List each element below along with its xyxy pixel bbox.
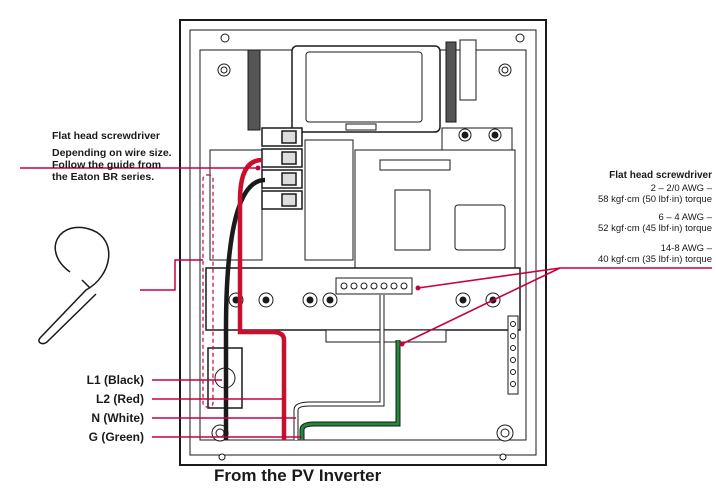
left-rail	[247, 49, 261, 131]
spec-gauge-2: 6 – 4 AWG –	[658, 212, 712, 223]
cable-tie-icon	[38, 226, 110, 345]
left-guide-line-1: Depending on wire size.	[52, 147, 172, 159]
left-guide-line-2: Follow the guide from	[52, 159, 162, 171]
right-rail	[445, 41, 457, 123]
right-tool-label: Flat head screwdriver	[609, 170, 712, 181]
terminal-screws	[228, 292, 501, 308]
spec-torque-2: 52 kgf·cm (45 lbf·in) torque	[597, 223, 712, 234]
wire-label-l2: L2 (Red)	[96, 392, 144, 406]
spec-torque-1: 58 kgf·cm (50 lbf·in) torque	[597, 194, 712, 205]
screw-icon	[211, 33, 525, 461]
wire-l2-red	[237, 157, 287, 440]
lower-terminal-strip	[205, 267, 521, 331]
breaker-bus-frame	[209, 149, 263, 261]
left-tool-label: Flat head screwdriver	[52, 130, 160, 142]
left-guide-line-3: the Eaton BR series.	[52, 171, 155, 183]
wire-label-n: N (White)	[91, 411, 144, 425]
wire-l1-black	[223, 177, 266, 440]
tie-guide-outline	[202, 174, 214, 408]
diagram-caption: From the PV Inverter	[214, 466, 382, 485]
spec-gauge-3: 14-8 AWG –	[660, 243, 712, 254]
display-screen	[305, 51, 423, 123]
breaker-stack	[261, 127, 303, 210]
wire-label-l1: L1 (Black)	[86, 373, 144, 387]
spec-gauge-1: 2 – 2/0 AWG –	[650, 183, 712, 194]
neutral-bar	[335, 277, 413, 295]
ground-bar	[507, 315, 519, 395]
spec-torque-3: 40 kgf·cm (35 lbf·in) torque	[597, 254, 712, 265]
wire-label-g: G (Green)	[88, 430, 144, 444]
